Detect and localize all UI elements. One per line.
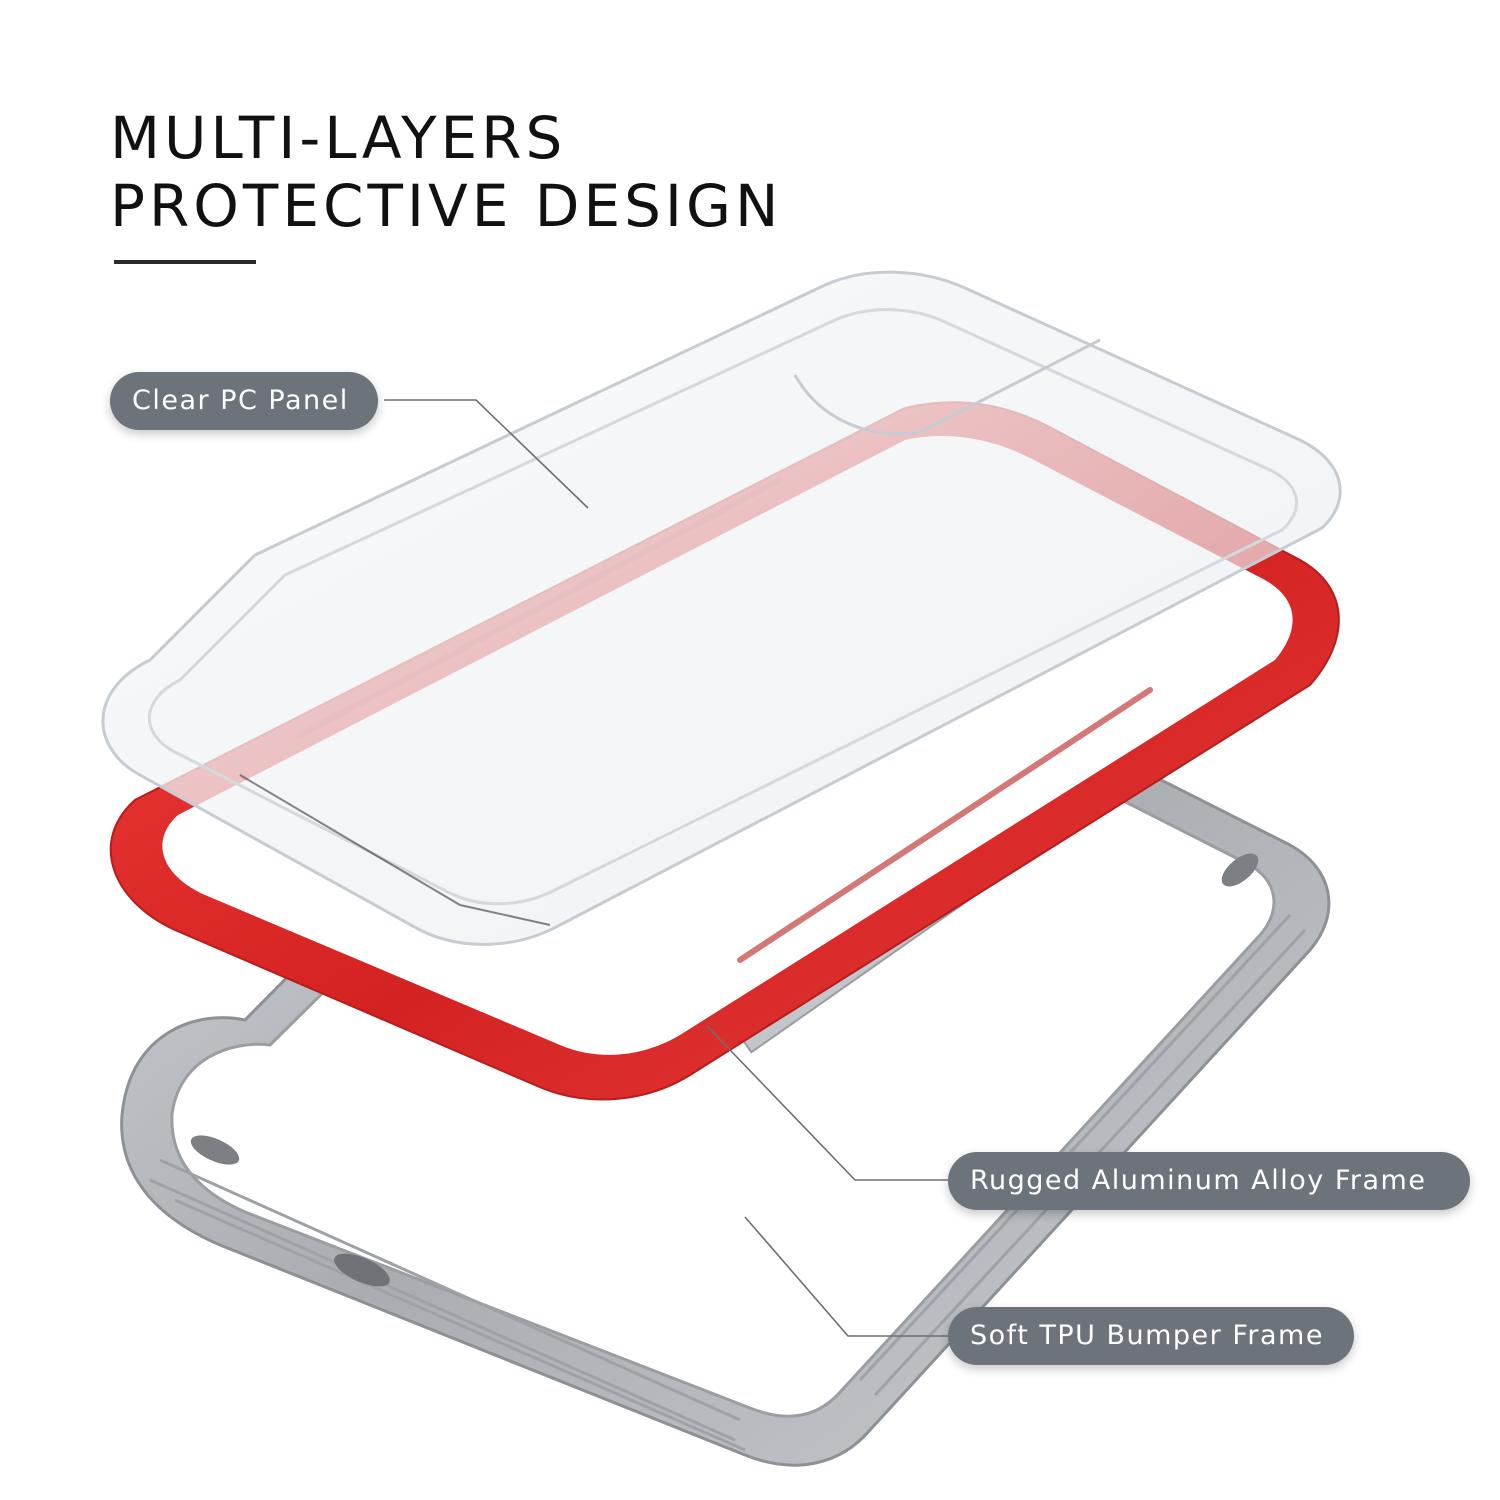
leader-line-pc-panel bbox=[384, 399, 589, 509]
leader-line-tpu bbox=[744, 1216, 948, 1337]
headline-line-1: MULTI-LAYERS bbox=[110, 104, 567, 172]
leader-line-aluminum bbox=[706, 1025, 948, 1181]
headline-underline bbox=[114, 260, 256, 264]
clear-pc-panel-illustration bbox=[101, 270, 1342, 946]
leader-lines bbox=[384, 399, 948, 1337]
headline: MULTI-LAYERS PROTECTIVE DESIGN bbox=[110, 104, 782, 240]
callout-tpu-bumper: Soft TPU Bumper Frame bbox=[948, 1307, 1354, 1365]
callout-aluminum-frame: Rugged Aluminum Alloy Frame bbox=[948, 1152, 1470, 1210]
headline-line-2: PROTECTIVE DESIGN bbox=[110, 172, 783, 240]
callout-clear-pc-panel: Clear PC Panel bbox=[110, 372, 378, 430]
